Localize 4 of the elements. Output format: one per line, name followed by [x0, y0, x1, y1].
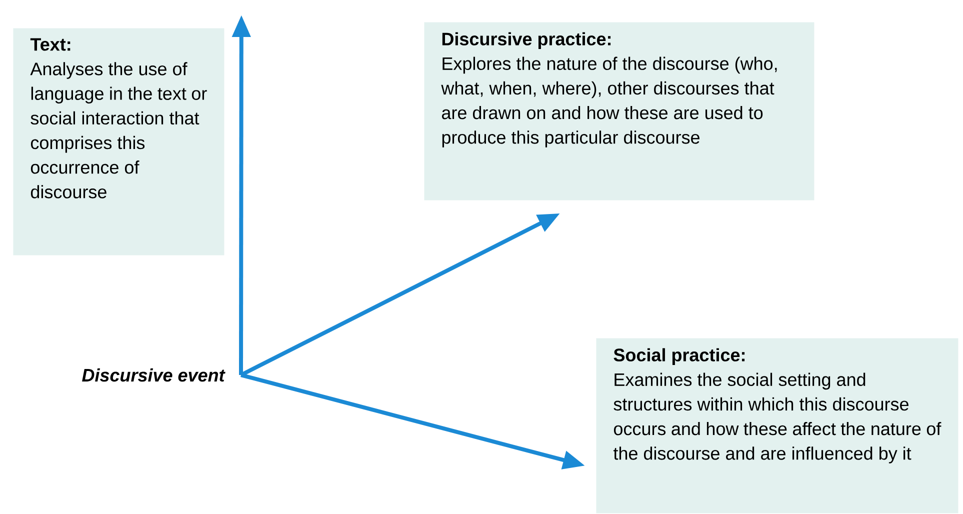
- text-box: Discursive practice: Explores the nature of the discourse (who, what, when, where), other discourses that are drawn on and how these are used to produce this particular discourse: [424, 22, 814, 200]
- text-box: Text: Analyses the use of language in the text or social interaction that comprises this occurrence of discourse: [13, 28, 224, 256]
- event-label: Discursive event: [82, 368, 226, 382]
- text-box: Social practice: Examines the social setting and structures within which this discourse occurs and how these affect the nature of the discourse and are influenced by it: [596, 338, 958, 514]
